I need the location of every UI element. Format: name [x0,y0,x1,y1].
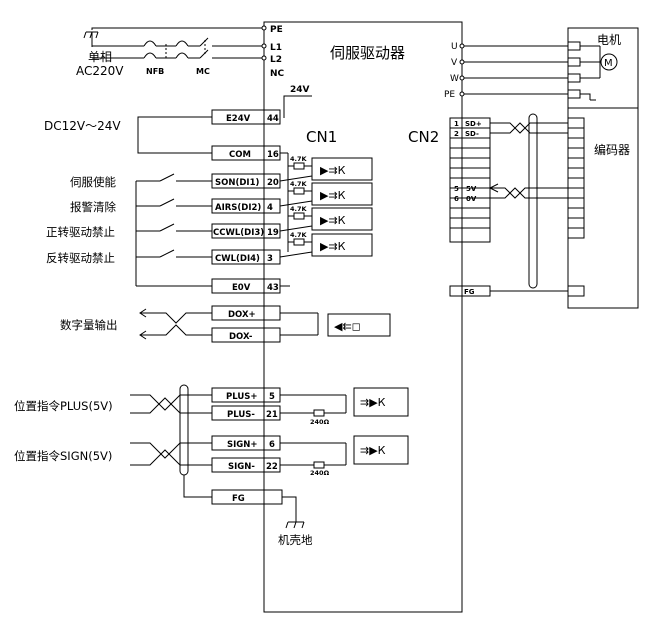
input-label-1: 伺服使能 [70,175,116,189]
sign-cmd-label: 位置指令SIGN(5V) [14,449,112,463]
v24-label: 24V [290,85,310,95]
servo-driver-box [263,21,463,613]
internal-24v-line [283,95,312,118]
pin-l2: L2 [270,55,282,65]
driver-title: 伺服驱动器 [330,44,405,62]
fg-signal: FG [232,494,245,504]
input-signal-3: CCWL(DI3) [213,228,264,238]
cn2-pin-6: 6 [454,195,459,203]
plus-plus-pin: 5 [269,392,275,402]
motor-pin-w: W [450,74,459,84]
cn1-label: CN1 [306,128,337,146]
pin-nc: NC [270,69,285,79]
e0v-pin: 43 [267,283,279,293]
motor-pin-u: U [451,42,458,52]
svg-text:◀⇇◻: ◀⇇◻ [334,320,361,333]
e24v-signal: E24V [226,114,251,124]
cn2-signal-1: SD+ [465,120,482,128]
input-signal-2: AIRS(DI2) [215,203,261,213]
svg-text:▶⇉К: ▶⇉К [320,240,346,253]
svg-text:▶⇉К: ▶⇉К [320,189,346,202]
digital-output-label: 数字量输出 [60,318,118,332]
plus-plus-signal: PLUS+ [226,392,258,402]
cn2-signal-5: 5V [466,185,477,193]
input-pin-4: 3 [267,254,273,264]
power-input-wiring [83,27,264,60]
cn2-pin-2: 2 [454,130,459,138]
cn2-pin-1: 1 [454,120,459,128]
plus-cmd-label: 位置指令PLUS(5V) [14,399,113,413]
dox-minus-signal: DOX- [229,332,253,342]
svg-text:▶⇉К: ▶⇉К [320,164,346,177]
e0v-signal: E0V [232,283,251,293]
svg-text:⇉▶К: ⇉▶К [360,396,386,409]
e24v-pin: 44 [267,114,279,124]
pin-l1: L1 [270,43,282,53]
resistor-label-240-b: 240Ω [310,469,330,477]
dc-supply-label: DC12V～24V [44,119,121,133]
input-signal-1: SON(DI1) [215,178,259,188]
pin-pe: PE [270,25,283,35]
sign-minus-signal: SIGN- [228,462,255,472]
cn2-signal-2: SD- [465,130,479,138]
dc-supply-wiring [137,116,212,154]
sign-plus-pin: 6 [269,440,275,450]
input-label-4: 反转驱动禁止 [46,251,115,265]
motor-symbol: M [604,58,613,69]
input-switch-wiring [135,173,212,287]
com-signal: COM [229,150,251,160]
labels: 伺服驱动器 单相 AC220V NFB MC PE L1 L2 NC 24V D… [14,25,630,547]
svg-text:▶⇉К: ▶⇉К [320,214,346,227]
svg-text:⇉▶К: ⇉▶К [360,444,386,457]
motor-pin-v: V [451,58,458,68]
plus-minus-signal: PLUS- [227,410,255,420]
motor-label: 电机 [597,33,621,47]
input-pin-3: 19 [267,228,279,238]
input-label-3: 正转驱动禁止 [46,225,115,239]
cn2-label: CN2 [408,128,439,146]
input-optocouplers [279,152,373,287]
resistor-label-4: 4.7K [290,231,308,239]
cn2-pin-5: 5 [454,185,459,193]
power-voltage-label: AC220V [76,64,124,78]
resistor-label-3: 4.7K [290,205,308,213]
resistor-label-240-a: 240Ω [310,418,330,426]
nfb-label: NFB [146,67,164,76]
cn2-signal-6: 0V [466,195,477,203]
pulse-input-wiring [130,384,409,529]
input-label-2: 报警清除 [70,200,116,214]
sign-plus-signal: SIGN+ [227,440,258,450]
resistor-label-2: 4.7K [290,180,308,188]
resistor-label-1: 4.7K [290,155,308,163]
input-pin-1: 20 [267,178,279,188]
dox-plus-signal: DOX+ [228,310,256,320]
cn2-connector [449,117,491,297]
motor-pin-pe: PE [444,90,455,100]
sign-minus-pin: 22 [266,462,278,472]
plus-minus-pin: 21 [266,410,278,420]
encoder-label: 编码器 [594,142,630,157]
com-pin: 16 [267,150,279,160]
power-phase-label: 单相 [88,50,112,64]
cn2-fg-label: FG [464,288,475,296]
digital-output-wiring [139,308,391,340]
chassis-ground-label: 机壳地 [278,533,313,547]
encoder-wiring [488,107,639,309]
input-signal-4: CWL(DI4) [215,254,260,264]
input-pin-2: 4 [267,203,273,213]
mc-label: MC [196,67,210,76]
